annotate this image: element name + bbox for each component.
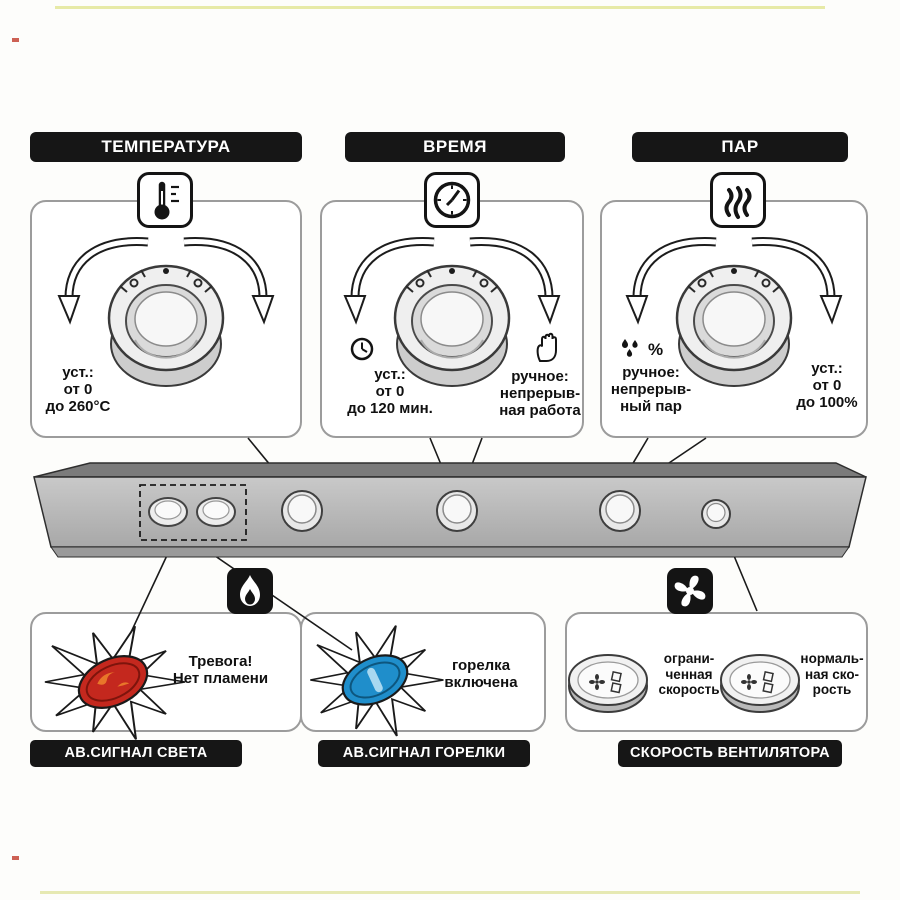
hand-icon <box>536 332 557 362</box>
steam-dial-art <box>624 236 842 387</box>
steam-icon <box>724 186 752 219</box>
label-line: уст.: <box>811 360 843 377</box>
scan-artifact <box>12 856 19 860</box>
label-line: Тревога! <box>188 653 253 670</box>
dial-markings <box>404 269 499 293</box>
label-line: до 260°C <box>45 398 111 415</box>
time-set-label: уст.: от 0 до 120 мин. <box>338 366 442 417</box>
percent-symbol: % <box>648 340 664 359</box>
scan-artifact <box>12 38 19 42</box>
temperature-button <box>281 490 323 532</box>
time-knob <box>393 264 510 387</box>
flame-iconbox <box>227 568 273 614</box>
fan-icon <box>674 575 706 607</box>
label-line: ручное: <box>511 368 569 385</box>
steam-iconbox <box>710 172 766 228</box>
burner-alarm-lamp <box>196 497 236 527</box>
arrow-left-icon <box>342 294 366 325</box>
fan-iconbox <box>667 568 713 614</box>
alarm-light-text: Тревога! Нет пламени <box>158 653 283 687</box>
rotate-arrows <box>342 236 560 325</box>
label-line: от 0 <box>375 383 405 400</box>
temperature-set-label: уст.: от 0 до 260°C <box>34 364 122 415</box>
panel-steam <box>600 200 868 438</box>
steam-set-label: уст.: от 0 до 100% <box>788 360 866 411</box>
fan-limited-label: ограни- ченная скорость <box>648 651 730 698</box>
label-line: скорость <box>658 682 720 697</box>
arrow-right-icon <box>250 294 274 325</box>
fan-normal-label: нормаль- ная ско- рость <box>800 651 864 698</box>
temperature-knob <box>107 264 224 387</box>
fan-speed-button <box>701 499 731 529</box>
label-line: ручное: <box>622 364 680 381</box>
footer-burner-alarm: АВ.СИГНАЛ ГОРЕЛКИ <box>318 740 530 767</box>
scan-artifact <box>40 891 860 894</box>
label-line: горелка <box>451 657 511 674</box>
lamp-group-frame <box>139 484 247 541</box>
arrow-right-icon <box>818 294 842 325</box>
footer-fan-speed: СКОРОСТЬ ВЕНТИЛЯТОРА <box>618 740 842 767</box>
steam-knob <box>675 264 792 387</box>
label-line: от 0 <box>812 377 842 394</box>
label-line: нормаль- <box>800 651 864 666</box>
time-dial-art <box>342 236 560 387</box>
panel-time <box>320 200 584 438</box>
label-line: до 120 мин. <box>347 400 433 417</box>
label-line: включена <box>444 674 518 691</box>
drops-icon <box>622 339 638 357</box>
temperature-dial-art <box>56 236 274 387</box>
control-panel-strip <box>33 462 867 558</box>
clock-iconbox <box>424 172 480 228</box>
arrow-left-icon <box>56 294 80 325</box>
label-line: Нет пламени <box>172 670 269 687</box>
light-alarm-lamp <box>148 497 188 527</box>
label-line: уст.: <box>62 364 94 381</box>
label-line: непрерыв- <box>499 385 581 402</box>
label-line: ограни- <box>663 651 715 666</box>
label-line: от 0 <box>63 381 93 398</box>
label-line: до 100% <box>796 394 858 411</box>
arrow-right-icon <box>536 294 560 325</box>
thermometer-icon <box>154 181 179 220</box>
header-time: ВРЕМЯ <box>345 132 565 162</box>
thermometer-iconbox <box>137 172 193 228</box>
rotate-arrows <box>624 236 842 325</box>
rotate-arrows <box>56 236 274 325</box>
label-line: ная работа <box>499 402 581 419</box>
dial-markings <box>118 269 213 293</box>
header-temperature: ТЕМПЕРАТУРА <box>30 132 302 162</box>
label-line: непрерыв- <box>610 381 692 398</box>
dial-markings <box>686 269 781 293</box>
flame-icon <box>240 575 260 606</box>
scan-artifact <box>55 6 825 9</box>
label-line: ный пар <box>620 398 682 415</box>
label-line: уст.: <box>374 366 406 383</box>
time-button <box>436 490 478 532</box>
clock-icon <box>433 181 471 219</box>
steam-manual-label: ручное: непрерыв- ный пар <box>600 364 702 415</box>
arrow-left-icon <box>624 294 648 325</box>
time-manual-label: ручное: непрерыв- ная работа <box>490 368 590 419</box>
footer-light-alarm: АВ.СИГНАЛ СВЕТА <box>30 740 242 767</box>
steam-button <box>599 490 641 532</box>
header-steam: ПАР <box>632 132 848 162</box>
panel-temperature <box>30 200 302 438</box>
small-clock-icon <box>350 337 374 361</box>
label-line: рость <box>812 682 852 697</box>
label-line: ная ско- <box>804 666 860 682</box>
label-line: ченная <box>665 666 713 682</box>
alarm-burner-text: горелка включена <box>430 657 532 691</box>
